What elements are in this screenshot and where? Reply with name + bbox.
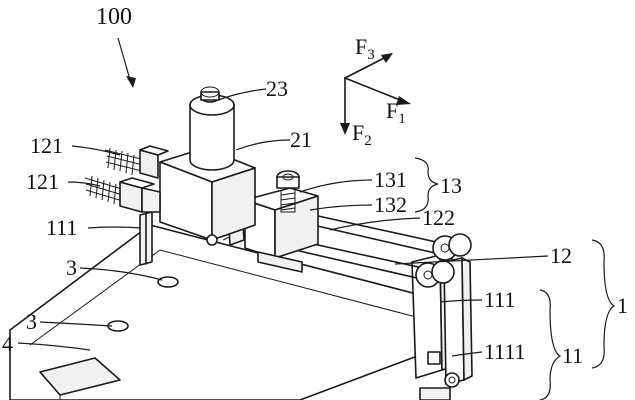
- label-11: 11: [562, 343, 583, 368]
- figure-arrow: [117, 37, 131, 81]
- label-122: 122: [422, 205, 455, 230]
- guide-rod-122: [294, 211, 472, 288]
- label-21: 21: [290, 127, 312, 152]
- figure-arrowhead: [126, 76, 136, 88]
- base-plate: [9, 224, 441, 400]
- left-post-111: [139, 211, 153, 266]
- bracket-1: [591, 239, 616, 369]
- label-1111: 1111: [484, 339, 526, 364]
- figure-number: 100: [96, 4, 132, 30]
- bracket-11: [539, 289, 562, 400]
- leader-lines: [17, 88, 549, 357]
- bracket-13: [414, 157, 439, 213]
- label-3-lower: 3: [26, 309, 37, 334]
- label-111-right: 111: [484, 287, 515, 312]
- label-13: 13: [440, 173, 462, 198]
- label-111-left: 111: [46, 215, 77, 240]
- force-arrows: [340, 53, 411, 135]
- label-132: 132: [374, 192, 407, 217]
- hole-3-upper: [157, 276, 179, 288]
- adjust-screw-121-lower: [84, 175, 161, 213]
- force-f2-label: F2: [352, 120, 372, 149]
- label-4: 4: [2, 331, 13, 356]
- right-post-1111: [419, 257, 473, 400]
- label-23: 23: [266, 76, 288, 101]
- label-121-lower: 121: [26, 169, 59, 194]
- label-131: 131: [374, 167, 407, 192]
- force-f3-label: F3: [355, 34, 375, 63]
- label-121-upper: 121: [30, 133, 63, 158]
- cylinder-23: [189, 86, 235, 171]
- force-f1-label: F1: [386, 98, 406, 127]
- label-12: 12: [550, 243, 572, 268]
- label-1: 1: [617, 293, 628, 318]
- adjust-screw-121-upper: [104, 145, 169, 179]
- label-3-upper: 3: [66, 255, 77, 280]
